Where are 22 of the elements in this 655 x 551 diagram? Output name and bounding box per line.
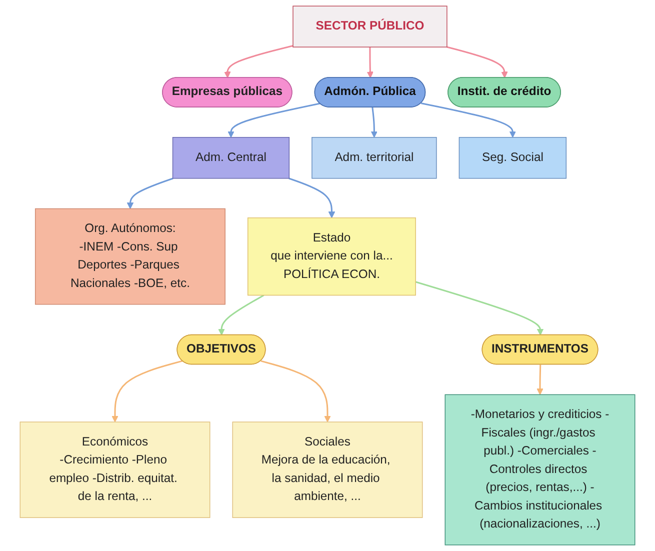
arrow — [420, 102, 516, 138]
node-box: Estado que interviene con la... POLÍTICA ECON. — [247, 217, 416, 296]
node-box: Económicos -Crecimiento -Pleno empleo -Distrib. equitat. de la renta, ... — [20, 422, 210, 518]
node-box: Adm. Central — [172, 137, 290, 179]
arrow — [126, 178, 174, 210]
node-box: SECTOR PÚBLICO — [292, 6, 448, 48]
arrow — [288, 178, 336, 218]
node-box: Org. Autónomos: -INEM -Cons. Sup Deportes -Parques Nacionales -BOE, etc. — [34, 208, 226, 305]
arrow — [370, 107, 378, 138]
arrow — [446, 46, 508, 78]
arrow — [415, 281, 544, 336]
arrow — [218, 294, 264, 336]
arrow — [260, 360, 331, 422]
node-box: -Monetarios y crediticios -Fiscales (ingr./gastos publ.) -Comerciales -Controles directos (precios, rentas,...) -Cambios institucionales (nacionalizaciones, ...) — [444, 394, 636, 546]
arrow — [366, 47, 374, 78]
node-box: Adm. territorial — [312, 137, 437, 179]
arrow — [228, 102, 320, 138]
arrow — [536, 364, 544, 395]
arrow — [224, 45, 294, 78]
node-box: Sociales Mejora de la educación, la sanidad, el medio ambiente, ... — [232, 422, 423, 518]
node-box: Seg. Social — [458, 137, 567, 179]
arrow — [112, 360, 183, 422]
